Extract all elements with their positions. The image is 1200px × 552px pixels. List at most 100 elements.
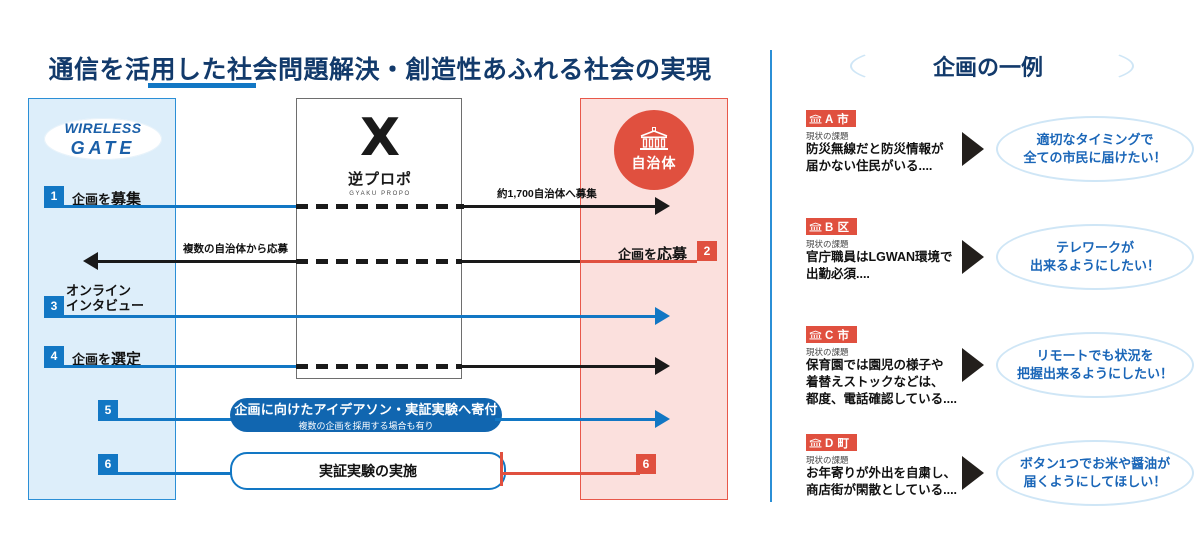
- example-a-badge: A 市: [806, 110, 857, 127]
- example-a-subheading: 現状の課題: [806, 131, 849, 141]
- step-1-arrowhead: [655, 197, 670, 215]
- government-building-icon: [640, 127, 668, 150]
- step-4-label-pre: 企画を: [72, 352, 112, 367]
- example-c-bubble: リモートでも状況を 把握出来るようにしたい！: [996, 332, 1194, 398]
- example-b-subheading: 現状の課題: [806, 239, 849, 249]
- example-b-name: B 区: [825, 221, 850, 234]
- gyaku-propo-logo: X 逆プロポ GYAKU PROPO: [330, 112, 430, 202]
- step-6-line-right: [500, 472, 640, 475]
- example-c-name: C 市: [825, 329, 850, 342]
- step-1-line-dashed: [296, 204, 464, 209]
- step-2-arrow-label: 複数の自治体から応募: [183, 243, 288, 255]
- right-title-text: 企画の一例: [932, 55, 1043, 80]
- step-6-box-label: 実証実験の実施: [319, 463, 417, 479]
- step-5-arrowhead: [655, 410, 670, 428]
- x-mark-icon: X: [359, 108, 401, 168]
- left-title-text: 通信を活用した社会問題解決・創造性あふれる社会の実現: [48, 55, 712, 84]
- example-c-wish: リモートでも状況を 把握出来るようにしたい！: [1016, 348, 1173, 381]
- gyaku-propo-panel: [296, 98, 462, 379]
- example-a-chevron-icon: [962, 132, 984, 166]
- step-4-line-black: [462, 365, 659, 368]
- step-5-line-right: [495, 418, 659, 421]
- gyaku-propo-en: GYAKU PROPO: [349, 191, 411, 197]
- step-5-pill-main: 企画に向けたアイデアソン・実証実験へ寄付: [234, 401, 498, 417]
- logo-line-1: WIRELESS: [64, 120, 142, 136]
- step-2-line-black-right: [462, 260, 580, 263]
- step-2-line-black-left: [98, 260, 296, 263]
- example-c-issue: 保育園では園児の様子や 着替えストックなどは、 都度、電話確認している....: [806, 358, 958, 406]
- right-title: 企画の一例: [838, 45, 1138, 87]
- step-6-badge-left: 6: [98, 454, 118, 474]
- step-4-line-blue: [44, 365, 296, 368]
- example-row-a: A 市 現状の課題 防災無線だと防災情報が 届かない住民がいる.... 適切なタ…: [806, 110, 1194, 206]
- logo-line-2: GATE: [70, 138, 136, 158]
- step-1-line-blue: [44, 205, 296, 208]
- step-1-arrow-label: 約1,700自治体へ募集: [497, 188, 597, 200]
- step-5-line-left: [98, 418, 238, 421]
- example-d-subheading: 現状の課題: [806, 455, 849, 465]
- government-building-icon: [809, 330, 822, 340]
- step-3-label-line-1: オンライン: [66, 283, 132, 298]
- step-6-box: 実証実験の実施: [230, 452, 506, 490]
- example-d-wish: ボタン1つでお米や醤油が 届くようにしてほしい！: [1019, 456, 1171, 489]
- step-2-label-pre: 企画を: [618, 247, 658, 262]
- step-1-badge: 1: [44, 186, 64, 206]
- step-4-badge: 4: [44, 346, 64, 366]
- step-4-label: 企画を選定: [72, 348, 141, 369]
- step-5-pill: 企画に向けたアイデアソン・実証実験へ寄付 複数の企画を採用する場合も有り: [230, 398, 502, 432]
- example-b-bubble: テレワークが 出来るようにしたい！: [996, 224, 1194, 290]
- example-a-name: A 市: [825, 113, 850, 126]
- step-6-box-red-edge: [500, 452, 503, 486]
- step-4-label-strong: 選定: [111, 351, 142, 368]
- step-2-line-dashed: [296, 259, 462, 264]
- logo-ellipse: [44, 118, 162, 160]
- example-d-chevron-icon: [962, 456, 984, 490]
- step-6-line-left: [98, 472, 238, 475]
- example-a-issue: 防災無線だと防災情報が 届かない住民がいる....: [806, 142, 944, 173]
- example-row-c: C 市 現状の課題 保育園では園児の様子や 着替えストックなどは、 都度、電話確…: [806, 326, 1194, 422]
- right-title-swash: [850, 40, 1134, 92]
- step-3-line-blue: [44, 315, 659, 318]
- example-c-badge: C 市: [806, 326, 857, 343]
- example-row-d: D 町 現状の課題 お年寄りが外出を自粛し、 商店街が閑散としている.... ボ…: [806, 434, 1194, 530]
- step-3-badge: 3: [44, 296, 64, 316]
- example-row-b: B 区 現状の課題 官庁職員はLGWAN環境で 出勤必須.... テレワークが …: [806, 218, 1194, 314]
- municipality-badge: 自治体: [614, 110, 694, 190]
- step-1-label: 企画を募集: [72, 188, 141, 209]
- example-b-issue: 官庁職員はLGWAN環境で 出勤必須....: [806, 250, 953, 281]
- step-2-line-red: [580, 260, 697, 263]
- government-building-icon: [809, 114, 822, 124]
- step-1-line-black: [462, 205, 659, 208]
- step-1-label-strong: 募集: [111, 191, 142, 208]
- step-4-arrowhead: [655, 357, 670, 375]
- step-2-arrowhead: [83, 252, 98, 270]
- municipality-label: 自治体: [631, 155, 677, 171]
- step-3-label: オンライン インタビュー: [66, 283, 144, 313]
- step-2-label: 企画を応募: [618, 243, 687, 264]
- example-c-chevron-icon: [962, 348, 984, 382]
- government-building-icon: [809, 438, 822, 448]
- gyaku-propo-jp: 逆プロポ: [347, 171, 412, 188]
- example-d-issue: お年寄りが外出を自粛し、 商店街が閑散としている....: [806, 466, 958, 497]
- step-4-line-dashed: [296, 364, 462, 369]
- step-3-label-line-2: インタビュー: [66, 298, 145, 313]
- example-d-bubble: ボタン1つでお米や醤油が 届くようにしてほしい！: [996, 440, 1194, 506]
- government-building-icon: [809, 222, 822, 232]
- example-d-badge: D 町: [806, 434, 857, 451]
- step-5-badge: 5: [98, 400, 118, 420]
- example-a-bubble: 適切なタイミングで 全ての市民に届けたい！: [996, 116, 1194, 182]
- step-3-arrowhead: [655, 307, 670, 325]
- left-title-underline: [148, 83, 256, 88]
- example-b-badge: B 区: [806, 218, 857, 235]
- step-1-label-pre: 企画を: [72, 192, 112, 207]
- example-b-wish: テレワークが 出来るようにしたい！: [1029, 240, 1160, 273]
- example-b-chevron-icon: [962, 240, 984, 274]
- example-a-wish: 適切なタイミングで 全ての市民に届けたい！: [1023, 132, 1167, 165]
- step-2-label-strong: 応募: [657, 246, 688, 263]
- step-2-badge: 2: [697, 241, 717, 261]
- example-d-name: D 町: [825, 437, 850, 450]
- left-title: 通信を活用した社会問題解決・創造性あふれる社会の実現: [49, 45, 711, 90]
- step-6-badge-right: 6: [636, 454, 656, 474]
- example-c-subheading: 現状の課題: [806, 347, 849, 357]
- step-5-pill-sub: 複数の企画を採用する場合も有り: [298, 420, 434, 431]
